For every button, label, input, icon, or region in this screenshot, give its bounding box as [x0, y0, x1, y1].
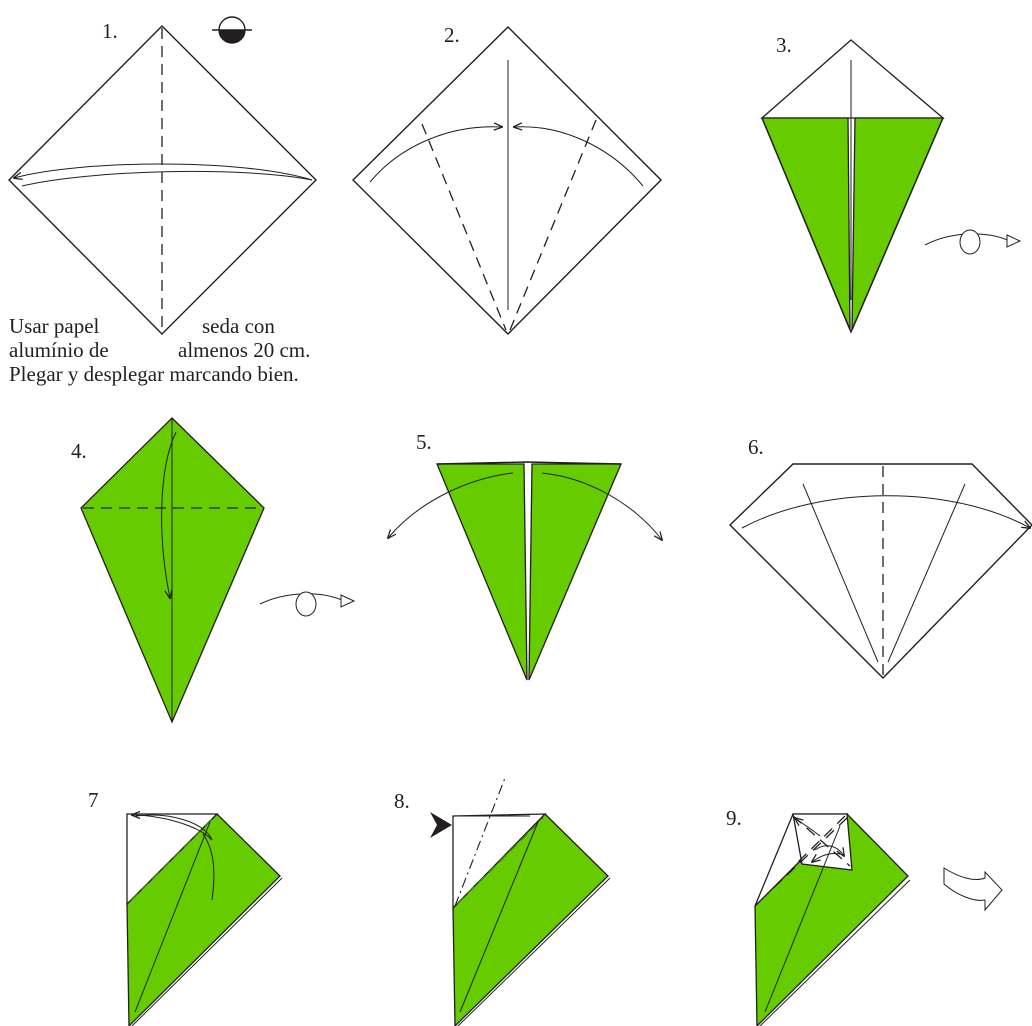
fold-arrow: [14, 163, 313, 181]
instruction-line-3: Plegar y desplegar marcando bien.: [9, 362, 299, 386]
paper-shape: [729, 463, 1032, 679]
step-6: 6.: [729, 435, 1032, 679]
step-1: 1. Usar papel seda con alumínio de almen…: [8, 16, 317, 386]
instruction-line-2-left: alumínio de: [9, 338, 109, 362]
color-side-down-symbol: [212, 16, 252, 44]
fold-arrow: [741, 495, 1030, 528]
step-3-label: 3.: [776, 33, 792, 57]
push-arrow: [430, 812, 452, 838]
valley-fold-line: [456, 817, 544, 905]
left-flap: [436, 463, 528, 681]
unfold-arrow-left: [388, 472, 514, 538]
turn-over-symbol: [924, 229, 1022, 255]
rotate-arrow: [943, 867, 1003, 912]
unfold-arrow-right: [541, 472, 662, 540]
fold-arrow: [795, 818, 821, 837]
valley-fold-line-left: [421, 123, 507, 331]
step-1-label: 1.: [102, 19, 118, 43]
fold-arrow: [161, 431, 177, 598]
step-6-label: 6.: [748, 435, 764, 459]
step-8: 8.: [394, 777, 611, 1026]
step-2: 2.: [352, 23, 662, 335]
kite-top: [760, 39, 945, 119]
step-9-label: 9.: [726, 806, 742, 830]
fold-arrow-left: [369, 127, 502, 183]
valley-fold-line-right: [509, 119, 597, 331]
step-8-label: 8.: [394, 789, 410, 813]
step-9: 9.: [726, 806, 1003, 1026]
step-4: 4.: [71, 417, 356, 724]
mountain-fold-line: [454, 777, 506, 907]
white-flap: [126, 813, 219, 906]
instruction-line-2-right: almenos 20 cm.: [178, 338, 310, 362]
fold-arrow-right: [514, 127, 644, 187]
step-4-label: 4.: [71, 439, 87, 463]
instruction-line-1-left: Usar papel: [9, 314, 100, 338]
step-7: 7: [88, 788, 283, 1026]
step-2-label: 2.: [444, 23, 460, 47]
step-5-label: 5.: [416, 430, 432, 454]
turn-over-symbol: [259, 591, 356, 617]
square-paper: [352, 26, 662, 335]
instruction-line-1-right: seda con: [202, 314, 275, 338]
step-3: 3.: [760, 33, 1022, 334]
valley-fold-line: [130, 815, 216, 901]
step-5: 5.: [388, 430, 662, 681]
right-flap: [528, 463, 622, 681]
step-7-label: 7: [88, 788, 99, 812]
square-paper: [8, 25, 317, 335]
